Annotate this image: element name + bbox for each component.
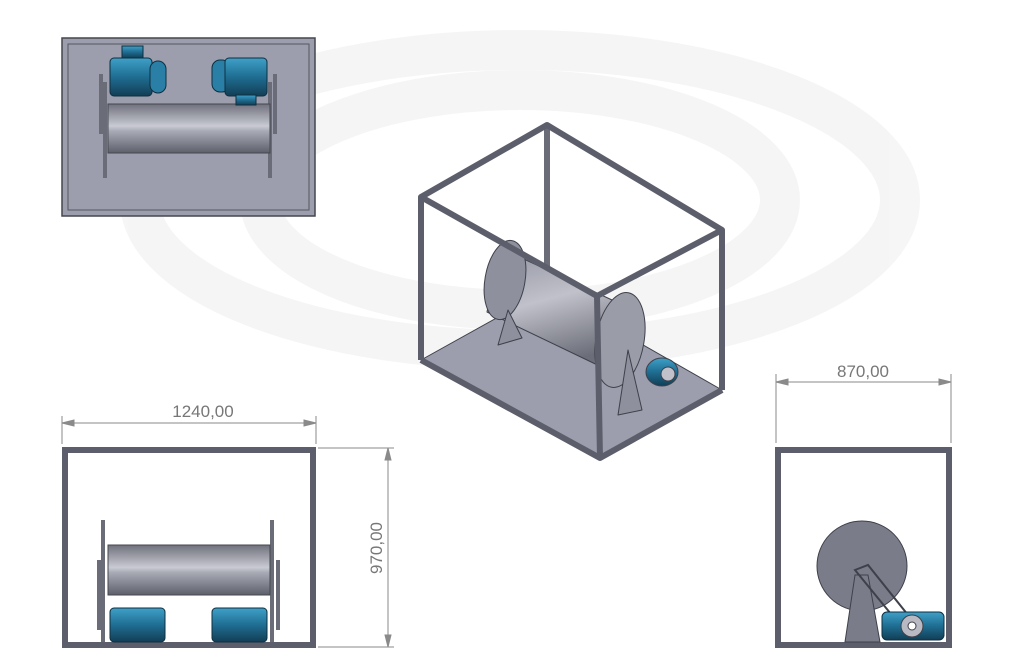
motor-icon xyxy=(109,607,166,643)
motor-icon xyxy=(645,357,679,387)
motor-icon xyxy=(211,57,268,106)
motor-icon xyxy=(881,611,945,641)
motor-icon xyxy=(211,607,268,643)
motor-icon xyxy=(109,45,167,97)
isometric-view xyxy=(418,122,725,461)
dimension-depth-label: 870,00 xyxy=(837,362,889,381)
front-view xyxy=(62,447,316,648)
dimension-width-label: 1240,00 xyxy=(172,402,233,421)
dimension-height xyxy=(318,447,394,648)
dimension-height-label: 970,00 xyxy=(367,522,386,574)
top-view xyxy=(61,37,316,217)
side-view xyxy=(775,447,952,648)
dimension-width xyxy=(61,416,317,444)
dimension-depth xyxy=(775,374,952,443)
